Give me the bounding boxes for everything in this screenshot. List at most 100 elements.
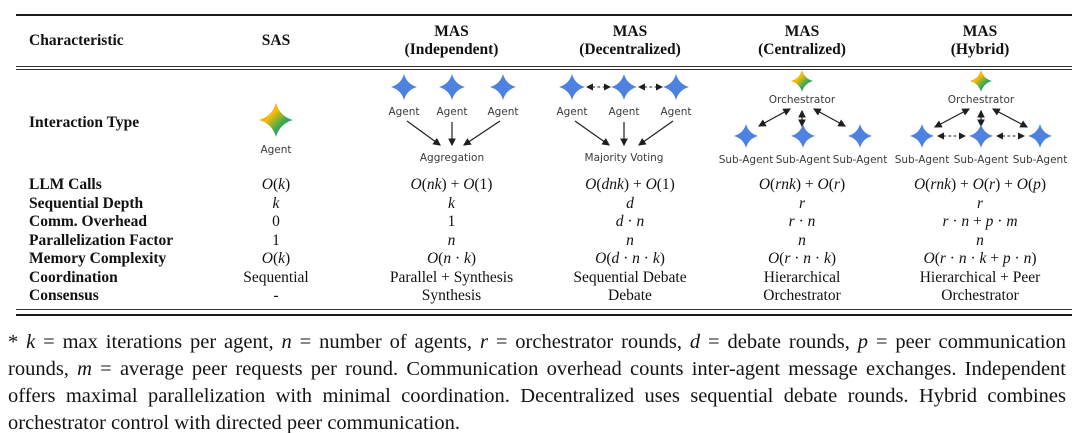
value-cell: O(d · n · k) — [595, 250, 665, 268]
table-row: LLM Calls O(k) O(nk) + O(1) O(dnk) + O(1) O(… — [16, 176, 1072, 195]
row-label: Parallelization Factor — [29, 231, 174, 249]
orchestrator-star-icon — [970, 70, 992, 93]
value-cell: Parallel + Synthesis — [389, 268, 514, 286]
table-body: LLM Calls O(k) O(nk) + O(1) O(dnk) + O(1) O(… — [16, 176, 1072, 309]
table-top-rule — [16, 14, 1072, 16]
value-cell: Orchestrator — [763, 287, 841, 305]
sub-agent-label: Sub-Agent — [833, 154, 888, 166]
orchestrator-label: Orchestrator — [769, 94, 836, 106]
sub-agent-star-icon — [969, 124, 993, 149]
header-row: Characteristic SAS MAS(Independent) MAS(De… — [16, 16, 1072, 66]
value-cell: 1 — [447, 213, 456, 231]
table-bottom-rule — [16, 308, 1072, 317]
row-label: Sequential Depth — [29, 194, 144, 212]
row-label: Memory Complexity — [29, 250, 167, 268]
sub-agent-star-icon — [910, 124, 934, 149]
arrow-icon — [406, 120, 441, 146]
bidirectional-arrow-icon — [991, 108, 1029, 128]
sub-agent-star-icon — [791, 124, 815, 149]
value-cell: O(dnk) + O(1) — [585, 176, 675, 194]
value-cell: Synthesis — [421, 287, 482, 305]
table-row: Parallelization Factor 1 n n n n — [16, 232, 1072, 251]
value-cell: r · n — [788, 213, 816, 231]
row-label: Comm. Overhead — [29, 213, 147, 231]
agent-star-icon — [439, 74, 465, 101]
bidirectional-arrow-icon — [812, 108, 847, 127]
arrow-icon — [638, 120, 674, 146]
table-row: Comm. Overhead 0 1 d · n r · n r · n + p · m — [16, 213, 1072, 232]
value-cell: n — [626, 231, 634, 249]
value-cell: k — [272, 194, 280, 212]
column-header-characteristic: Characteristic — [29, 32, 124, 49]
bidirectional-arrow-icon — [757, 108, 792, 127]
aggregation-label: Aggregation — [420, 152, 484, 164]
column-header: MAS(Independent) — [404, 22, 499, 59]
agent-label: Agent — [608, 106, 639, 118]
sub-agent-star-icon — [1028, 124, 1052, 149]
sub-agent-label: Sub-Agent — [1013, 154, 1068, 166]
diagram-hybrid: Orchestrator Sub-Agent Sub-Agent Sub-Age… — [888, 70, 1072, 176]
agent-star-icon — [559, 74, 585, 101]
row-label-interaction-type: Interaction Type — [29, 114, 140, 132]
agent-label: Agent — [388, 106, 419, 118]
diagram-centralized: Orchestrator Sub-Agent Sub-Agent Sub-Age… — [716, 70, 888, 176]
sub-agent-label: Sub-Agent — [895, 154, 950, 166]
comparison-table: Characteristic SAS MAS(Independent) MAS(De… — [16, 14, 1072, 317]
independent-diagram-svg: Agent Agent Agent Aggregation — [388, 74, 519, 164]
agent-star-icon — [611, 74, 637, 101]
value-cell: r — [798, 194, 806, 212]
sas-diagram-svg: Agent — [259, 103, 293, 156]
arrow-icon — [463, 120, 501, 146]
centralized-diagram-svg: Orchestrator Sub-Agent Sub-Agent Sub-Age… — [719, 70, 888, 166]
value-cell: n — [447, 231, 456, 249]
orchestrator-star-icon — [791, 70, 813, 93]
value-cell: r — [976, 194, 984, 212]
column-header: MAS(Hybrid) — [950, 22, 1010, 59]
sub-agent-label: Sub-Agent — [719, 154, 774, 166]
value-cell: n — [798, 231, 806, 249]
value-cell: O(r · n · k) — [767, 250, 837, 268]
row-label: LLM Calls — [29, 176, 102, 194]
header-separator-rule — [16, 66, 1072, 71]
agent-star-icon — [259, 103, 293, 138]
diagram-sas: Agent — [193, 70, 359, 176]
agent-star-icon — [391, 74, 417, 101]
sub-agent-star-icon — [848, 124, 872, 149]
orchestrator-label: Orchestrator — [948, 94, 1015, 106]
row-label: Consensus — [29, 287, 99, 305]
column-header: SAS — [261, 31, 291, 49]
agent-label: Agent — [487, 106, 518, 118]
bidirectional-arrow-icon — [933, 108, 971, 128]
value-cell: O(n · k) — [426, 250, 477, 268]
value-cell: O(rnk) + O(r) — [758, 176, 846, 194]
value-cell: 1 — [272, 231, 280, 249]
column-header: MAS(Centralized) — [758, 22, 846, 59]
agent-star-icon — [490, 74, 516, 101]
value-cell: Sequential Debate — [573, 268, 687, 286]
value-cell: O(k) — [261, 176, 291, 194]
agent-label: Agent — [260, 144, 291, 156]
diagram-independent: Agent Agent Agent Aggregation — [359, 70, 544, 176]
value-cell: 0 — [272, 213, 280, 231]
value-cell: Sequential — [243, 268, 309, 286]
sub-agent-star-icon — [734, 124, 758, 149]
value-cell: r · n + p · m — [942, 213, 1018, 231]
value-cell: Hierarchical — [763, 268, 841, 286]
value-cell: Hierarchical + Peer — [919, 268, 1041, 286]
value-cell: O(rnk) + O(r) + O(p) — [913, 176, 1047, 194]
diagram-decentralized: Agent Agent Agent Majority Voting — [544, 70, 716, 176]
agent-label: Agent — [660, 106, 691, 118]
column-header: MAS(Decentralized) — [579, 22, 681, 59]
value-cell: d — [626, 194, 634, 212]
value-cell: O(nk) + O(1) — [410, 176, 493, 194]
arrow-icon — [574, 120, 610, 146]
value-cell: d · n — [615, 213, 645, 231]
value-cell: n — [976, 231, 984, 249]
hybrid-diagram-svg: Orchestrator Sub-Agent Sub-Agent Sub-Age… — [895, 70, 1068, 166]
sub-agent-label: Sub-Agent — [776, 154, 831, 166]
